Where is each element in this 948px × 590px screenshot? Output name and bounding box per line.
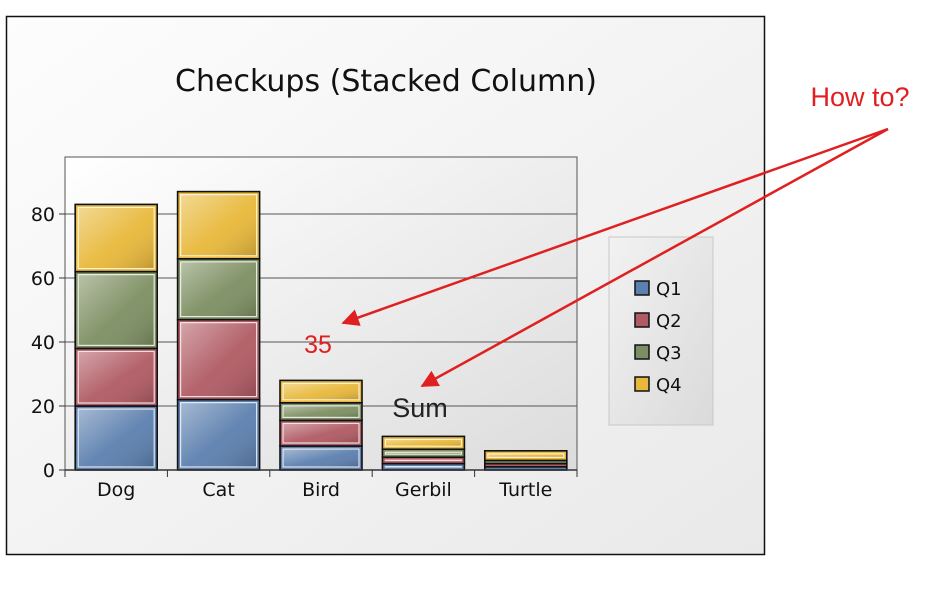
bar-segment-highlight (282, 382, 360, 401)
legend-label-q4: Q4 (656, 375, 682, 396)
bar-segment-highlight (384, 451, 462, 455)
x-tick-label-bird: Bird (302, 479, 340, 501)
bar-segment-highlight (282, 422, 360, 444)
arrow-to-sum (420, 127, 889, 388)
bars-layer (74, 190, 568, 471)
bar-segment-highlight (77, 408, 155, 468)
x-tick-label-cat: Cat (202, 479, 234, 501)
x-tick-label-turtle: Turtle (498, 479, 552, 501)
y-tick-label: 20 (31, 396, 55, 418)
legend-label-q2: Q2 (656, 311, 682, 332)
legend-box (608, 236, 714, 426)
annotation-bar-total: 35 (304, 331, 332, 359)
bar-segment-highlight (180, 322, 258, 398)
bar-segment-highlight (180, 261, 258, 318)
bar-segment-highlight (180, 194, 258, 257)
legend-swatch-q1 (634, 280, 650, 296)
legend-label-q3: Q3 (656, 343, 682, 364)
bar-segment-highlight (77, 206, 155, 270)
bar-segment-highlight (77, 350, 155, 404)
bar-segment-highlight (487, 453, 565, 458)
legend-swatch-q4 (634, 376, 650, 392)
y-tick-label: 60 (31, 268, 55, 290)
bar-segment-highlight (282, 405, 360, 418)
arrow-to-bar-total (341, 127, 889, 326)
annotation-how-to: How to? (810, 82, 909, 112)
bar-segment-highlight (77, 274, 155, 347)
y-tick-label: 40 (31, 332, 55, 354)
bar-segment-highlight (384, 438, 462, 447)
annotation-sum: Sum (392, 393, 448, 423)
bar-segment-highlight (282, 448, 360, 468)
y-tick-label: 80 (31, 204, 55, 226)
legend-swatch-q3 (634, 344, 650, 360)
y-tick-label: 0 (43, 460, 55, 482)
legend-swatch-q2 (634, 312, 650, 328)
x-tick-label-dog: Dog (97, 479, 135, 501)
x-tick-label-gerbil: Gerbil (395, 479, 452, 501)
legend-label-q1: Q1 (656, 279, 682, 300)
bar-segment-highlight (180, 402, 258, 468)
chart-title: Checkups (Stacked Column) (175, 64, 597, 99)
